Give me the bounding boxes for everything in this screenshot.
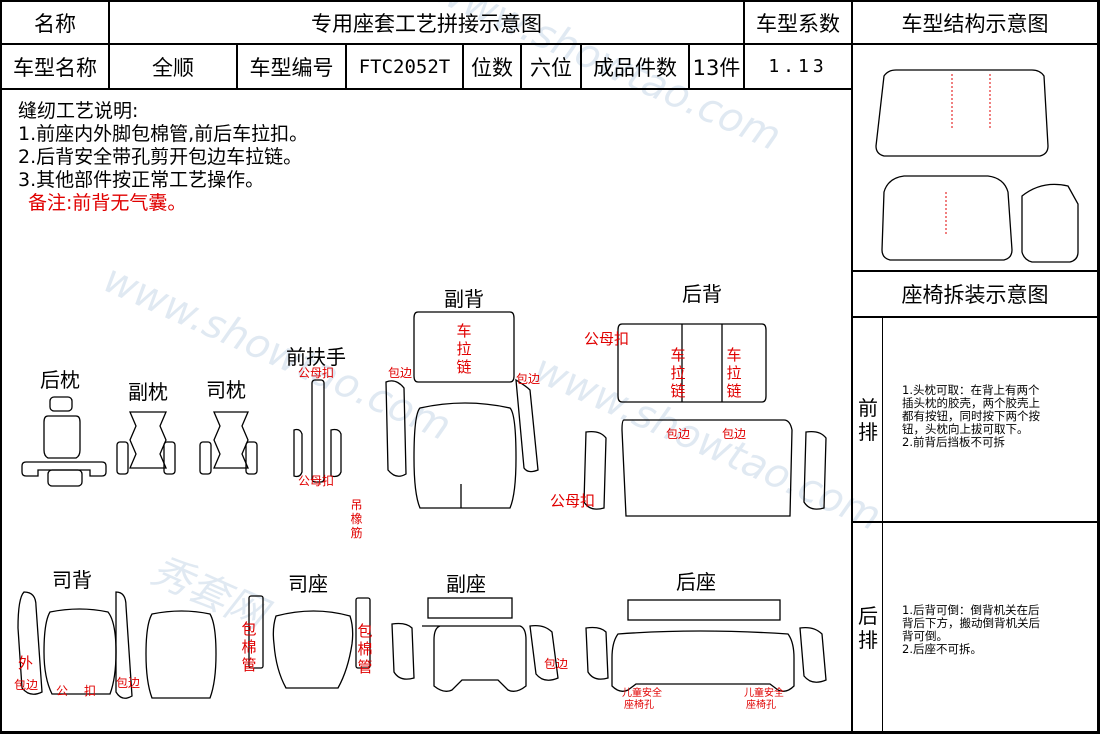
mark-child-seat: 座椅孔 bbox=[746, 700, 776, 711]
mark-child-seat: 儿童安全 bbox=[622, 688, 662, 699]
mark-snap: 公母扣 bbox=[584, 330, 630, 348]
rear-back-main-piece bbox=[621, 419, 793, 517]
mark-zipper: 车拉链 bbox=[670, 346, 686, 400]
mark-zipper: 车拉链 bbox=[726, 346, 742, 400]
label-driver-seat: 司座 bbox=[288, 572, 328, 596]
model-no-value: FTC2052T bbox=[358, 55, 451, 78]
structure-rear-view bbox=[875, 69, 1049, 157]
model-name-value: 全顺 bbox=[152, 55, 194, 80]
coef-label: 车型系数 bbox=[756, 11, 840, 36]
rear-seat-strip bbox=[627, 599, 781, 621]
model-no-label: 车型编号 bbox=[249, 55, 334, 80]
note-item: 2.后背安全带孔剪开包边车拉链。 bbox=[18, 146, 303, 168]
pieces-value: 13件 bbox=[692, 55, 741, 80]
mark-binding: 包边 bbox=[722, 427, 747, 441]
mark-binding: 包边 bbox=[388, 366, 413, 380]
mark-outer: 外 bbox=[18, 654, 34, 672]
mark-binding: 包边 bbox=[516, 372, 541, 386]
note-item: 1.前座内外脚包棉管,前后车拉扣。 bbox=[18, 123, 309, 145]
structure-side-view bbox=[881, 175, 1013, 261]
headrest-clip-piece bbox=[47, 469, 83, 487]
instruction-line: 2.后座不可拆。 bbox=[902, 642, 982, 656]
passenger-back-main-piece bbox=[413, 402, 517, 509]
front-row-label: 前排 bbox=[858, 396, 878, 444]
label-passenger-headrest: 副枕 bbox=[128, 380, 168, 404]
notes-remark: 备注:前背无气囊。 bbox=[28, 192, 187, 214]
label-passenger-back: 副背 bbox=[444, 287, 484, 311]
mark-zipper: 车拉链 bbox=[456, 322, 472, 376]
instruction-line: 背可倒。 bbox=[902, 629, 948, 643]
mark-snap-single: 扣 bbox=[84, 684, 97, 698]
mark-snap: 公母扣 bbox=[550, 492, 596, 510]
mark-cotton-tube: 包棉管 bbox=[357, 622, 373, 676]
doc-title: 专用座套工艺拼接示意图 bbox=[311, 11, 542, 36]
seats-label: 位数 bbox=[471, 55, 513, 80]
driver-seat-main-piece bbox=[272, 610, 354, 689]
instruction-line: 钮，头枕向上拔可取下。 bbox=[902, 422, 1029, 436]
mark-binding: 包边 bbox=[14, 678, 39, 692]
rear-seat-main-piece bbox=[611, 630, 795, 692]
instruction-line: 2.前背后挡板不可拆 bbox=[902, 435, 1005, 449]
struct-title: 车型结构示意图 bbox=[901, 11, 1049, 36]
label-passenger-seat: 副座 bbox=[446, 572, 486, 596]
seats-value: 六位 bbox=[530, 55, 572, 80]
mark-snap: 公母扣 bbox=[298, 474, 335, 488]
rear-row-label: 后排 bbox=[858, 604, 878, 652]
model-name-label: 车型名称 bbox=[13, 55, 97, 80]
label-rear-back: 后背 bbox=[682, 282, 722, 306]
instruction-line: 插头枕的胶壳，两个胶壳上 bbox=[902, 396, 1040, 410]
mark-child-seat: 儿童安全 bbox=[744, 688, 784, 699]
note-item: 3.其他部件按正常工艺操作。 bbox=[18, 169, 265, 191]
instruction-line: 都有按钮，同时按下两个按 bbox=[902, 409, 1040, 423]
label-driver-headrest: 司枕 bbox=[206, 378, 246, 402]
headrest-body-piece bbox=[43, 415, 81, 459]
headrest-base-piece bbox=[21, 461, 107, 477]
instruction-line: 1.后背可倒：倒背机关在后 bbox=[902, 603, 1040, 617]
mark-binding: 包边 bbox=[544, 657, 569, 671]
pieces-label: 成品件数 bbox=[593, 55, 677, 80]
mark-binding: 包边 bbox=[116, 676, 141, 690]
headrest-top-piece bbox=[49, 396, 73, 412]
label-rear-seat: 后座 bbox=[676, 570, 716, 594]
mark-child-seat: 座椅孔 bbox=[624, 700, 654, 711]
passenger-seat-main-piece bbox=[422, 625, 527, 692]
instruction-line: 背后下方，搬动倒背机关后 bbox=[902, 616, 1040, 630]
rear-back-top-piece bbox=[617, 323, 767, 403]
mark-male: 公 bbox=[56, 684, 69, 698]
label-front-armrest: 前扶手 bbox=[286, 345, 346, 369]
mark-rubber-hook: 吊橡筋 bbox=[350, 498, 363, 540]
rear-instructions: 1.后背可倒：倒背机关在后 背后下方，搬动倒背机关后 背可倒。 2.后座不可拆。 bbox=[902, 604, 1040, 656]
mark-snap: 公母扣 bbox=[298, 366, 335, 380]
driver-headrest-piece bbox=[213, 411, 249, 469]
passenger-headrest-piece bbox=[129, 411, 167, 469]
label-rear-headrest: 后枕 bbox=[40, 368, 80, 392]
label-driver-back: 司背 bbox=[52, 568, 92, 592]
armrest-long-piece bbox=[311, 379, 325, 483]
mark-cotton-tube: 包棉管 bbox=[241, 620, 257, 674]
coef-value: 1.13 bbox=[768, 56, 828, 77]
front-instructions: 1.头枕可取：在背上有两个 插头枕的胶壳，两个胶壳上 都有按钮，同时按下两个按 … bbox=[902, 384, 1040, 449]
passenger-back-top-piece bbox=[413, 311, 515, 383]
instruction-line: 1.头枕可取：在背上有两个 bbox=[902, 383, 1040, 397]
mark-binding: 包边 bbox=[666, 427, 691, 441]
passenger-seat-strip bbox=[427, 597, 513, 619]
disassembly-title: 座椅拆装示意图 bbox=[901, 283, 1049, 307]
sewing-notes: 缝纫工艺说明: 1.前座内外脚包棉管,前后车拉扣。 2.后背安全带孔剪开包边车拉… bbox=[18, 100, 308, 215]
name-label: 名称 bbox=[34, 11, 76, 36]
driver-back-main-piece bbox=[43, 608, 117, 695]
notes-heading: 缝纫工艺说明: bbox=[18, 100, 139, 122]
